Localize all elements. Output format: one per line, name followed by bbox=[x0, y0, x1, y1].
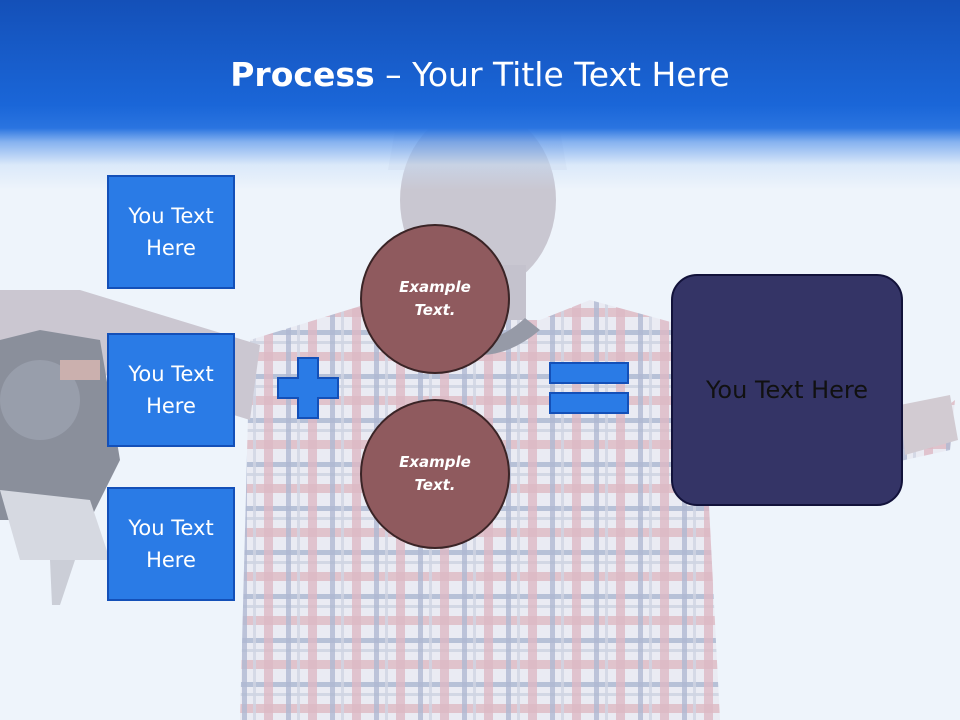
title-rest: – Your Title Text Here bbox=[374, 55, 730, 94]
text-box-1[interactable]: You Text Here bbox=[107, 175, 235, 289]
text-box-3[interactable]: You Text Here bbox=[107, 487, 235, 601]
title-bar bbox=[0, 0, 960, 190]
text-box-2[interactable]: You Text Here bbox=[107, 333, 235, 447]
result-box[interactable]: You Text Here bbox=[671, 274, 903, 506]
example-circle-2[interactable]: Example Text. bbox=[360, 399, 510, 549]
slide-title[interactable]: Process – Your Title Text Here bbox=[0, 50, 960, 100]
equals-icon bbox=[549, 362, 629, 414]
example-circle-1[interactable]: Example Text. bbox=[360, 224, 510, 374]
title-bold: Process bbox=[230, 55, 375, 94]
plus-icon bbox=[277, 357, 339, 419]
